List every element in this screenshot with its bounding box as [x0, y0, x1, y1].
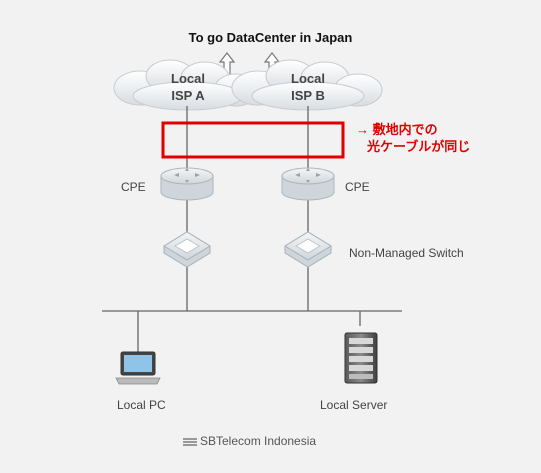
fiber-note: → 敷地内での 光ケーブルが同じ: [356, 121, 470, 155]
brand-name: SBTelecom Indonesia: [200, 434, 317, 448]
switch-icon-right: [284, 231, 332, 268]
cloud-icon-isp-b: [231, 59, 383, 111]
isp-b-line1: Local: [291, 71, 325, 86]
cpe-left-label: CPE: [121, 180, 146, 194]
isp-b-label: Local ISP B: [268, 70, 348, 104]
isp-b-line2: ISP B: [291, 88, 325, 103]
isp-a-line2: ISP A: [171, 88, 205, 103]
fiber-highlight-box: [161, 121, 345, 159]
laptop-icon: [115, 351, 161, 385]
fiber-note-line1: → 敷地内での: [356, 122, 438, 137]
cpe-right-label: CPE: [345, 180, 370, 194]
router-icon-cpe-right: [281, 167, 335, 201]
diagram-title: To go DataCenter in Japan: [188, 30, 353, 45]
server-icon: [344, 332, 378, 384]
isp-a-line1: Local: [171, 71, 205, 86]
upload-arrow-icon: [218, 52, 236, 77]
switch-label: Non-Managed Switch: [349, 246, 464, 260]
fiber-note-line2: 光ケーブルが同じ: [367, 139, 471, 154]
brand-mark-icon: [183, 437, 197, 446]
local-server-label: Local Server: [320, 398, 388, 412]
brand-logo: SBTelecom Indonesia: [183, 434, 316, 448]
local-pc-label: Local PC: [117, 398, 166, 412]
switch-icon-left: [163, 231, 211, 268]
isp-a-label: Local ISP A: [148, 70, 228, 104]
router-icon-cpe-left: [160, 167, 214, 201]
